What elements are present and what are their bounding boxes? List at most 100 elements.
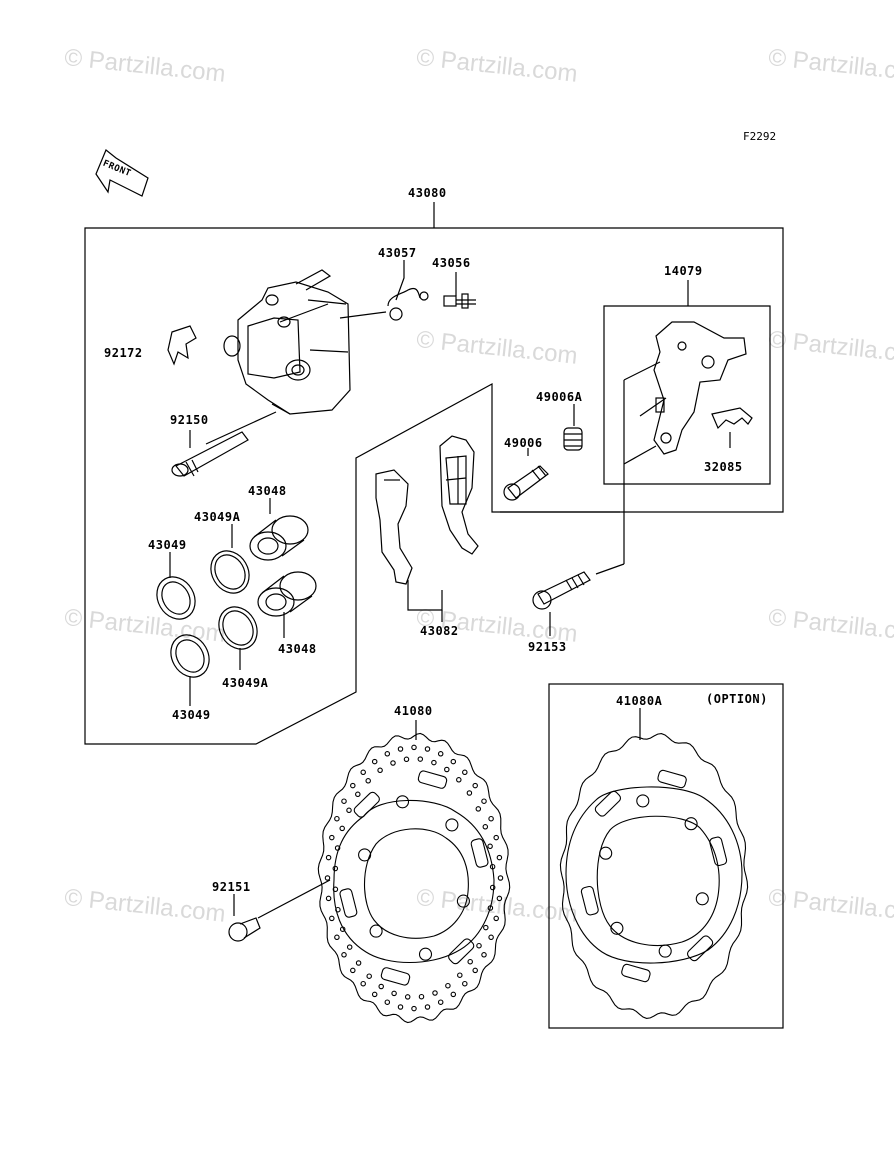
part-label[interactable]: 43082 — [420, 624, 459, 638]
part-label[interactable]: 14079 — [664, 264, 703, 278]
disc-hole — [695, 892, 709, 906]
disc-slot — [380, 967, 411, 986]
disc-hole — [334, 815, 340, 822]
disc-hole — [335, 906, 341, 913]
pad-spring — [167, 325, 197, 366]
disc-hole — [472, 782, 478, 789]
front-arrow-icon — [95, 149, 149, 197]
disc-hole — [489, 884, 496, 891]
disc-hole — [456, 894, 470, 908]
disc-hole — [456, 777, 462, 783]
brake-disc — [317, 732, 511, 1024]
option-brake-disc — [559, 733, 749, 1019]
disc-hole — [482, 824, 489, 830]
disc-hole — [325, 854, 332, 861]
part-label[interactable]: 49006A — [536, 390, 583, 404]
caliper-bolt — [532, 571, 591, 610]
part-label[interactable]: 41080A — [616, 694, 663, 708]
brake-pad-right — [439, 435, 479, 555]
disc-hole — [391, 990, 397, 997]
piston-lower — [257, 571, 317, 617]
disc-hole — [483, 924, 489, 931]
disc-hole — [476, 942, 482, 949]
disc-hole — [377, 767, 383, 774]
option-note: (OPTION) — [706, 692, 768, 706]
part-label[interactable]: 43049A — [222, 676, 269, 690]
disc-hole — [658, 944, 672, 958]
disc-hole — [450, 758, 457, 765]
bleeder-screw — [443, 293, 476, 309]
disc-hole — [390, 760, 396, 766]
disc-hole — [488, 815, 494, 822]
disc-hole — [371, 758, 378, 765]
disc-slot — [657, 769, 687, 789]
part-label[interactable]: 92172 — [104, 346, 143, 360]
disc-hole — [481, 798, 487, 804]
disc-hole — [472, 967, 478, 974]
disc-hole — [418, 947, 433, 961]
part-label[interactable]: 92151 — [212, 880, 251, 894]
part-label[interactable]: 32085 — [704, 460, 743, 474]
disc-slot — [339, 888, 358, 918]
disc-hole — [384, 999, 391, 1005]
part-label[interactable]: 43049A — [194, 510, 241, 524]
disc-hole — [684, 817, 698, 831]
disc-hole — [457, 972, 463, 978]
disc-hole — [397, 1004, 404, 1010]
disc-hole — [445, 982, 451, 989]
disc-hole — [487, 843, 493, 850]
part-label[interactable]: 92153 — [528, 640, 567, 654]
part-label[interactable]: 41080 — [394, 704, 433, 718]
boot — [563, 427, 583, 451]
part-label[interactable]: 43080 — [408, 186, 447, 200]
disc-hole — [325, 895, 332, 902]
bleeder-pipe — [387, 287, 421, 307]
disc-hole — [369, 924, 383, 938]
disc-hole — [378, 983, 384, 990]
disc-slot — [470, 838, 489, 868]
disc-hole — [371, 991, 378, 998]
disc-hole — [411, 1005, 417, 1012]
disc-hole — [341, 952, 347, 958]
disc-hole — [350, 967, 356, 974]
disc-hole — [334, 845, 341, 851]
disc-hole — [334, 934, 340, 941]
part-label[interactable]: 92150 — [170, 413, 209, 427]
diagram-code: F2292 — [743, 130, 777, 143]
disc-bolt — [228, 917, 261, 942]
caliper-body — [223, 269, 351, 415]
disc-hole — [366, 973, 372, 979]
disc-hole — [599, 846, 613, 860]
part-label[interactable]: 49006 — [504, 436, 543, 450]
disc-hole — [462, 769, 468, 776]
disc-hole — [496, 895, 503, 902]
disc-hole — [493, 834, 499, 841]
slide-pin — [171, 431, 249, 477]
disc-hole — [466, 790, 473, 796]
disc-hole — [360, 769, 366, 776]
disc-hole — [432, 990, 438, 996]
disc-slot — [621, 963, 651, 983]
disc-slot — [686, 935, 714, 962]
disc-slot — [580, 885, 599, 916]
disc-hole — [437, 999, 444, 1005]
disc-slot — [448, 938, 475, 965]
part-label[interactable]: 43049 — [148, 538, 187, 552]
disc-hole — [329, 834, 335, 841]
disc-hole — [481, 952, 487, 958]
part-label[interactable]: 43048 — [248, 484, 287, 498]
disc-hole — [346, 944, 353, 950]
piston-upper — [249, 515, 309, 561]
disc-hole — [417, 756, 424, 762]
part-label[interactable]: 43056 — [432, 256, 471, 270]
brake-pad-left — [375, 469, 413, 585]
part-label[interactable]: 43057 — [378, 246, 417, 260]
part-label[interactable]: 43049 — [172, 708, 211, 722]
disc-hole — [444, 766, 450, 773]
disc-hole — [424, 746, 431, 752]
seal-ring — [218, 606, 258, 650]
dust-seal — [170, 634, 210, 678]
disc-slot — [594, 790, 622, 817]
disc-hole — [341, 798, 347, 804]
part-label[interactable]: 43048 — [278, 642, 317, 656]
